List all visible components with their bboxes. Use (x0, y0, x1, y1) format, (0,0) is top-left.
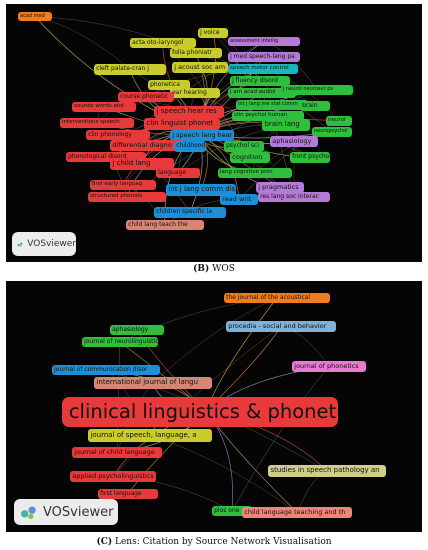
caption-wos: (B) WOS (0, 264, 428, 274)
network-node[interactable]: phonetica (148, 80, 190, 90)
network-panel-lens: the journal of the acoustical procedia - … (6, 281, 422, 532)
network-node[interactable]: interventions speech (60, 118, 134, 128)
network-edge (152, 297, 278, 384)
network-node[interactable]: journal of communication disor (52, 365, 160, 375)
network-node[interactable]: clin linguist phonet (144, 118, 220, 130)
network-node[interactable]: neurol (326, 116, 352, 126)
network-node[interactable]: psychol sci (224, 141, 264, 152)
network-node[interactable]: first language (98, 489, 158, 499)
network-node[interactable]: children specific la (154, 207, 226, 218)
network-node[interactable]: aphasiology (110, 325, 164, 335)
network-edge (238, 120, 340, 200)
network-node[interactable]: front psychol (290, 152, 330, 163)
network-edge (231, 366, 330, 512)
network-node[interactable]: acta oto-laryngol (130, 38, 196, 48)
network-node[interactable]: brain (300, 101, 330, 111)
network-node[interactable]: folia phoniatr (170, 48, 222, 58)
network-node[interactable]: j pragmatics (256, 182, 304, 193)
network-node[interactable]: ear hearing (170, 88, 220, 98)
network-node[interactable]: procedia - social and behavior (226, 321, 336, 332)
vosviewer-logo-icon (17, 242, 23, 247)
network-node[interactable]: language (156, 168, 200, 178)
network-node[interactable]: lang cognitive proc (218, 168, 292, 178)
network-node[interactable]: child language teaching and th (242, 507, 352, 518)
network-node[interactable]: j am acad audiol (228, 88, 296, 98)
vosviewer-badge: VOSviewer (12, 232, 76, 256)
network-node[interactable]: j speech lang hear (170, 130, 234, 141)
network-node[interactable]: j speech hear res (154, 106, 224, 118)
network-edge (205, 297, 278, 412)
network-node[interactable]: brain lang (262, 119, 310, 131)
network-node[interactable]: journal of child language (72, 447, 162, 458)
vosviewer-brand-text: VOSviewer (27, 239, 76, 249)
network-node[interactable]: structured phonolo (88, 192, 166, 202)
network-node[interactable]: international journal of langu (94, 377, 212, 389)
network-edge (119, 297, 278, 343)
network-node[interactable]: first early languag (90, 180, 156, 190)
network-node[interactable]: acad med (18, 12, 52, 21)
network-node[interactable]: res lang soc interac (258, 192, 330, 202)
network-node[interactable]: speech motor control (228, 64, 298, 74)
network-node[interactable]: int j lang comm dis (166, 184, 236, 196)
caption-label: (C) (96, 537, 113, 547)
network-node[interactable]: studies in speech pathology an (268, 465, 386, 477)
network-node[interactable]: cognition (230, 152, 270, 163)
network-node[interactable]: j med speech-lang pa (228, 52, 300, 62)
network-node[interactable]: cleft palate-cran j (94, 64, 166, 75)
network-node[interactable]: int j lang me stat comm (236, 100, 308, 110)
network-node[interactable]: phonological disord (66, 152, 146, 162)
network-node[interactable]: course phonetic (118, 92, 174, 102)
network-node[interactable]: clinical linguistics & phoneti (62, 397, 338, 427)
network-node[interactable]: assessment intellig (228, 37, 300, 46)
network-node[interactable]: j fluency disord (230, 76, 290, 86)
network-node[interactable]: journal of neurolinguistics (82, 337, 158, 347)
network-node[interactable]: journal of phonetics (292, 361, 366, 372)
vosviewer-brand-text: VOSviewer (43, 504, 114, 520)
vosviewer-logo-icon (21, 506, 36, 520)
network-node[interactable]: read writ (220, 194, 258, 205)
network-node[interactable]: applied psycholinguistics (70, 471, 156, 482)
network-node[interactable]: j child lang (110, 158, 174, 170)
network-node[interactable]: childhood (174, 141, 206, 152)
network-node[interactable]: child lang teach the (126, 220, 204, 230)
vosviewer-badge: VOSviewer (14, 499, 118, 525)
network-node[interactable]: clin phonology (86, 130, 150, 140)
network-node[interactable]: j neurol neurosur ps (281, 85, 353, 95)
network-node[interactable]: j voice (198, 28, 228, 38)
network-node[interactable]: j acoust soc am (172, 62, 228, 73)
network-node[interactable]: sounds words and (72, 102, 136, 112)
caption-label: (B) (193, 264, 210, 274)
network-node[interactable]: journal of speech, language, a (88, 429, 212, 442)
caption-lens: (C) Lens: Citation by Source Network Vis… (0, 537, 428, 547)
network-node[interactable]: aphasiology (270, 136, 318, 147)
network-node[interactable]: clin psychol human (232, 111, 304, 121)
network-node[interactable]: differential diagno (110, 140, 182, 151)
network-node[interactable]: the journal of the acoustical (224, 293, 330, 303)
caption-text: WOS (209, 264, 235, 274)
network-node[interactable]: neuropsychol (312, 127, 352, 137)
network-node[interactable]: plos one (212, 506, 252, 516)
caption-text: Lens: Citation by Source Network Visuali… (112, 537, 332, 547)
